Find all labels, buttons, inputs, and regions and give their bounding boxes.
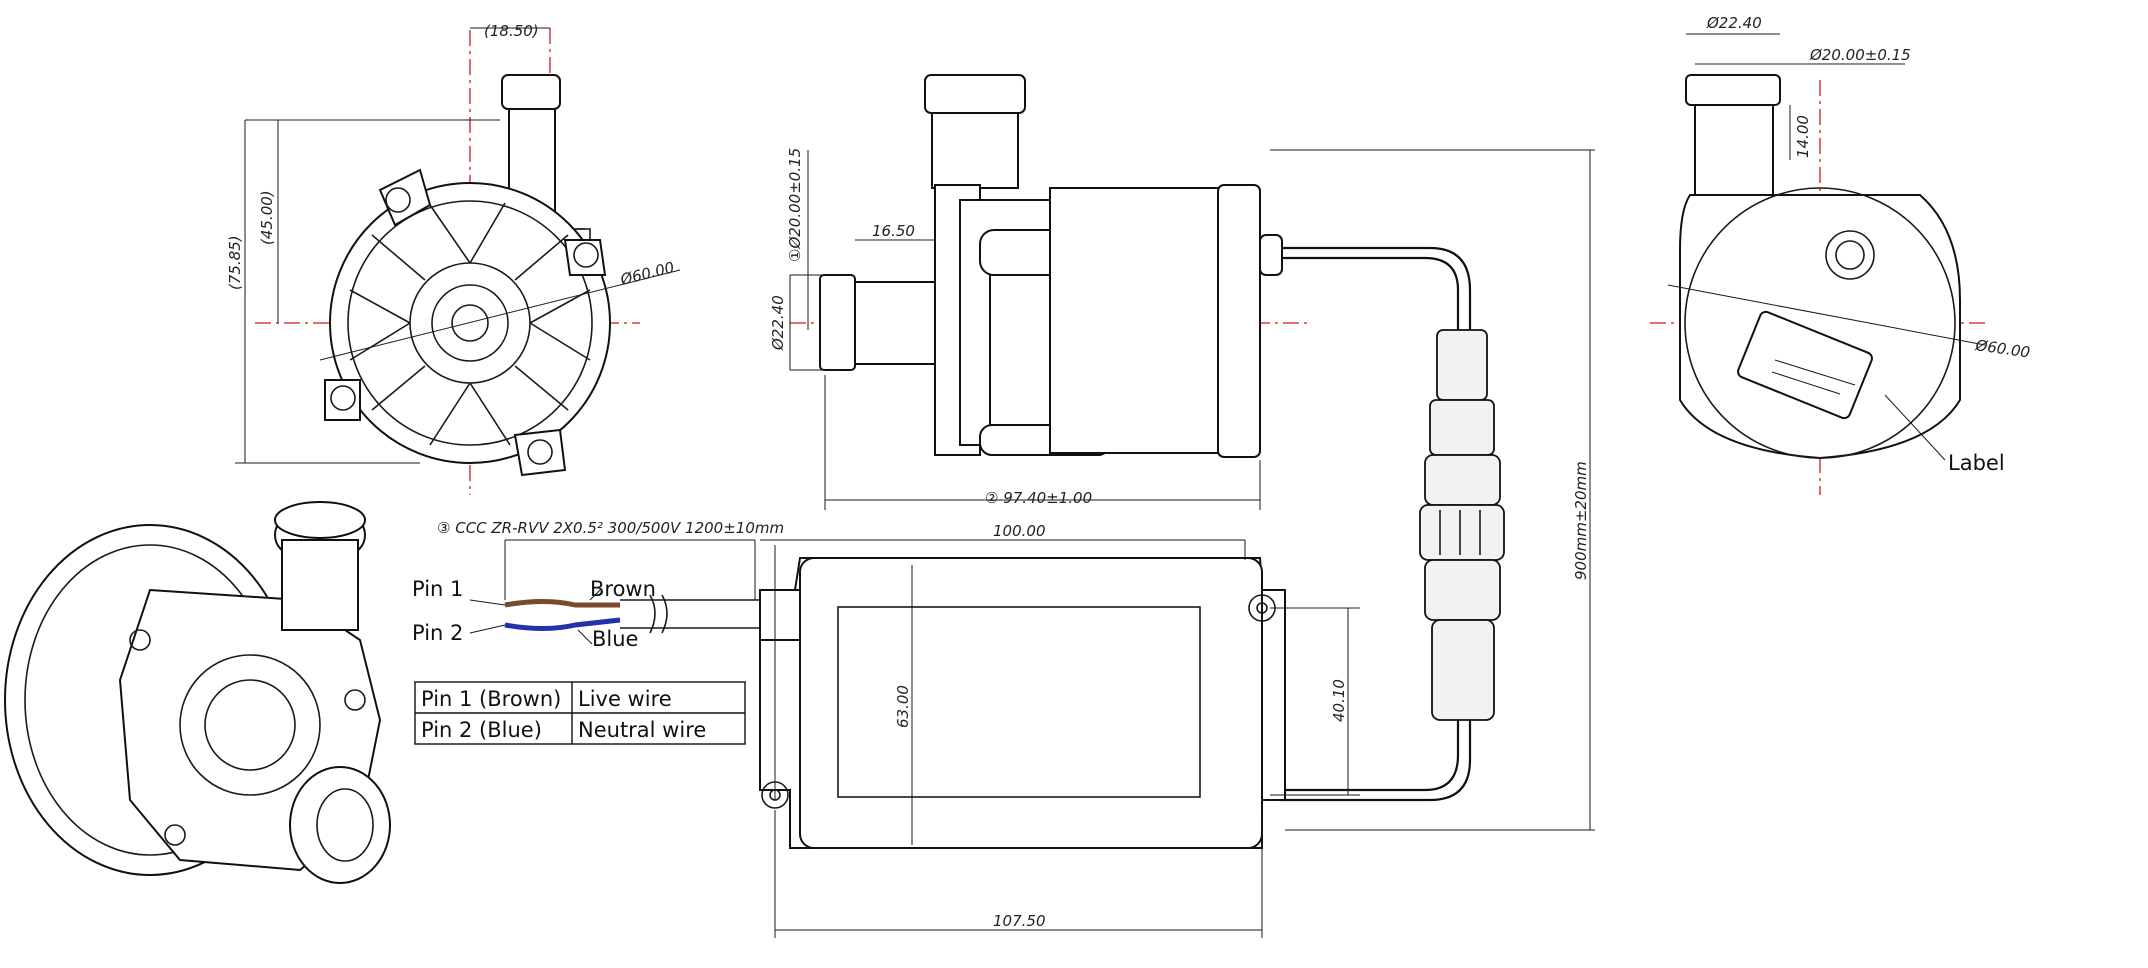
dim-side-outlet: ①Ø20.00±0.15 <box>786 148 804 262</box>
dim-adapter-height: 63.00 <box>894 685 912 728</box>
label-callout: Label <box>1948 451 2005 475</box>
table-row-2-pin: Pin 2 (Blue) <box>421 718 542 742</box>
dim-side-length: ② 97.40±1.00 <box>985 489 1092 507</box>
cable-assembly: 900mm±20mm <box>1270 149 1595 831</box>
end-view-pump: Ø22.40 Ø20.00±0.15 14.00 Ø60.00 Label <box>1650 14 2031 495</box>
isometric-pump <box>4 501 391 884</box>
dim-end-height: 14.00 <box>1794 115 1812 158</box>
side-view-pump: ①Ø20.00±0.15 16.50 Ø22.40 ② 97.40±1.00 <box>769 74 1310 510</box>
dim-adapter-mount: 40.10 <box>1330 679 1348 722</box>
blue-label: Blue <box>592 627 638 651</box>
dim-front-height-inner: (45.00) <box>258 190 276 245</box>
cable-spec: ③ CCC ZR-RVV 2X0.5² 300/500V 1200±10mm <box>437 519 784 537</box>
table-row-1-desc: Live wire <box>578 687 672 711</box>
table-row-1-pin: Pin 1 (Brown) <box>421 687 561 711</box>
dim-front-diameter: Ø60.00 <box>618 258 676 289</box>
pin1-label: Pin 1 <box>412 577 463 601</box>
pin-table: Pin 1 (Brown) Live wire Pin 2 (Blue) Neu… <box>414 681 746 745</box>
dim-end-tolerance: Ø20.00±0.15 <box>1809 46 1911 64</box>
wiring: ③ CCC ZR-RVV 2X0.5² 300/500V 1200±10mm P… <box>412 519 784 651</box>
brown-label: Brown <box>590 577 656 601</box>
dim-end-top: Ø22.40 <box>1706 14 1762 32</box>
power-adapter: 100.00 63.00 40.10 107.50 <box>759 522 1360 938</box>
front-view-pump: (18.50) (75.85) (45.00) Ø60.00 <box>226 22 681 495</box>
dim-front-width: (18.50) <box>484 22 539 40</box>
table-row-2-desc: Neutral wire <box>578 718 706 742</box>
dim-adapter-width: 100.00 <box>993 522 1046 540</box>
dim-end-diameter: Ø60.00 <box>1973 336 2031 362</box>
dim-front-height-outer: (75.85) <box>226 235 244 290</box>
dim-adapter-total: 107.50 <box>993 912 1046 930</box>
pin2-label: Pin 2 <box>412 621 463 645</box>
dim-side-inlet-diameter: Ø22.40 <box>769 295 787 351</box>
dim-cable-length: 900mm±20mm <box>1572 461 1590 580</box>
dim-side-inlet-length: 16.50 <box>872 222 915 240</box>
